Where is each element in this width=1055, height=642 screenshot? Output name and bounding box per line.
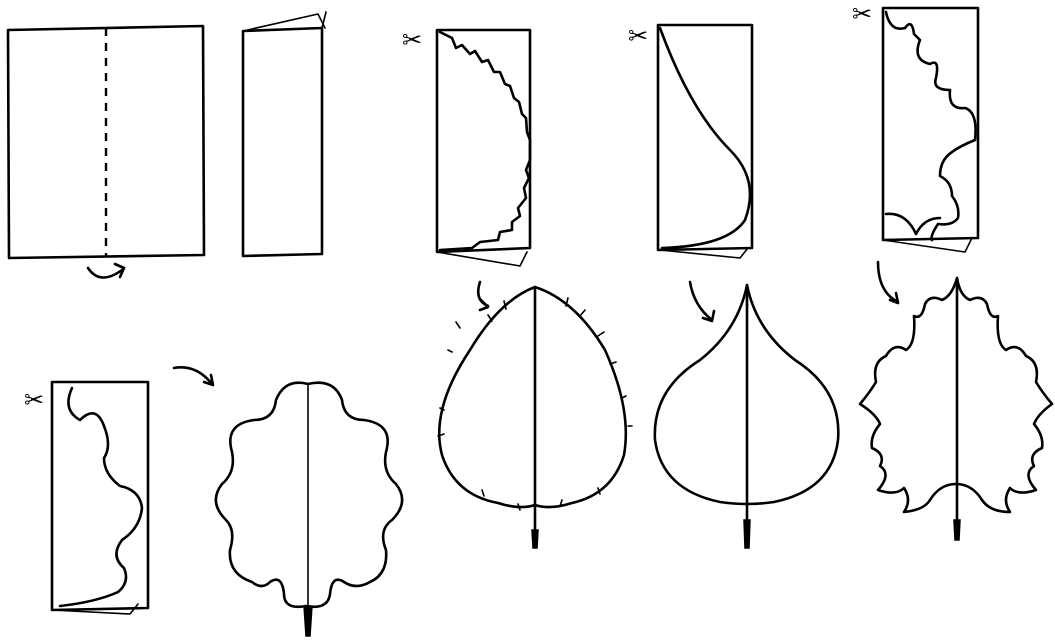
linden-template: ✂ [628, 22, 754, 323]
maple-leaf [858, 276, 1054, 541]
oak-leaf [214, 381, 404, 637]
oak-cut-line [58, 386, 144, 608]
maple-cut-line [884, 10, 977, 242]
linden-cut-line [658, 26, 752, 250]
unfolded-sheet [6, 24, 206, 279]
birch-template: ✂ [402, 26, 532, 312]
maple-template: ✂ [852, 0, 980, 305]
birch-cut-line [438, 30, 532, 252]
oak-template: ✂ [24, 366, 215, 615]
folded-sheet [241, 11, 327, 258]
fold-arrow-icon [86, 262, 126, 279]
scissors-icon: ✂ [852, 0, 872, 28]
birch-leaf [437, 285, 633, 549]
scissors-icon: ✂ [402, 26, 422, 54]
scissors-icon: ✂ [628, 22, 648, 50]
linden-leaf [653, 283, 840, 549]
scissors-icon: ✂ [24, 386, 44, 414]
